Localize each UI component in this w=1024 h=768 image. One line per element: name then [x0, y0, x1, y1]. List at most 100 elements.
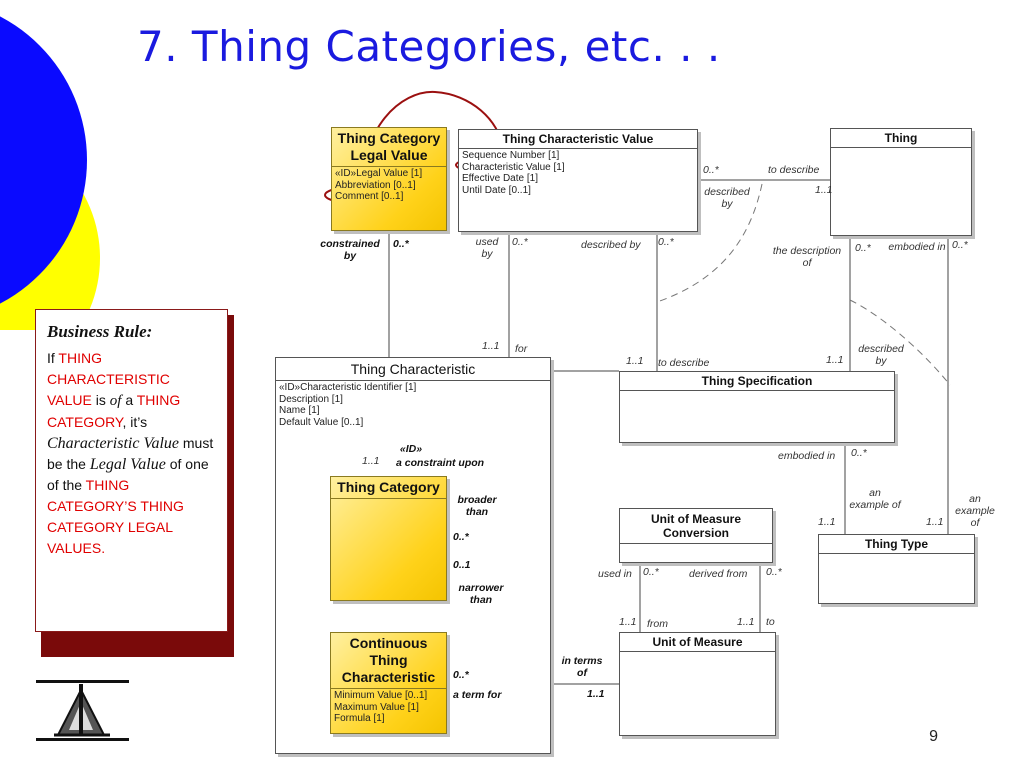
multiplicity: 0..* [393, 238, 409, 250]
multiplicity: 0..1 [453, 559, 471, 571]
multiplicity: 0..* [643, 566, 659, 578]
attribute: Sequence Number [1] [462, 150, 560, 161]
rule-text-italic: of [109, 393, 122, 409]
multiplicity: 1..1 [626, 355, 644, 367]
multiplicity: 1..1 [482, 340, 500, 352]
entity-thing[interactable]: Thing [830, 128, 972, 236]
entity-attributes: Minimum Value [0..1] Maximum Value [1] F… [331, 689, 446, 726]
entity-name: Thing [831, 129, 971, 148]
attribute: «ID»Characteristic Identifier [1] [279, 382, 417, 393]
label-id-stereotype: «ID» [399, 443, 423, 455]
rule-text-italic: Characteristic Value [47, 435, 179, 452]
entity-unit-of-measure[interactable]: Unit of Measure [619, 632, 776, 736]
decorative-circles [0, 16, 100, 330]
multiplicity: 1..1 [926, 516, 944, 528]
attribute: Characteristic Value [1] [462, 161, 565, 173]
multiplicity: 0..* [703, 164, 719, 176]
entity-thing-category[interactable]: Thing Category [330, 476, 447, 601]
multiplicity: 0..* [952, 239, 968, 251]
entity-unit-of-measure-conversion[interactable]: Unit of Measure Conversion [619, 508, 773, 563]
entity-name: Unit of Measure Conversion [620, 509, 772, 544]
multiplicity: 1..1 [587, 688, 605, 700]
attribute: Effective Date [1] [462, 173, 538, 184]
label-described-by: described by [581, 239, 641, 251]
logo-icon [36, 680, 129, 741]
entity-name: Thing Characteristic [276, 358, 550, 381]
label-narrower-than: narrower than [458, 582, 504, 606]
label-to-describe: to describe [768, 164, 820, 176]
attribute: Formula [1] [334, 713, 385, 724]
rule-text: must be the [47, 435, 214, 472]
multiplicity: 0..* [855, 242, 871, 254]
multiplicity: 0..* [851, 447, 867, 459]
attribute: Default Value [0..1] [279, 416, 364, 428]
attribute: Description [1] [279, 393, 343, 405]
attribute: «ID»Legal Value [1] [335, 168, 423, 179]
rule-text: a [121, 392, 137, 408]
attribute: Maximum Value [1] [334, 701, 419, 713]
entity-name: Continuous Thing Characteristic [331, 633, 446, 689]
label-used-by: used by [475, 236, 499, 260]
entity-name: Thing Category Legal Value [332, 128, 446, 167]
label-an-example-of: an example of [849, 487, 901, 511]
attribute: Name [1] [279, 405, 320, 416]
multiplicity: 1..1 [362, 455, 380, 467]
multiplicity: 1..1 [818, 516, 836, 528]
label-an-example-of: an example of [955, 493, 995, 529]
entity-name: Thing Specification [620, 372, 894, 391]
entity-attributes: «ID»Legal Value [1] Abbreviation [0..1] … [332, 167, 446, 204]
entity-thing-type[interactable]: Thing Type [818, 534, 975, 604]
rule-text: is [91, 392, 110, 408]
attribute: Minimum Value [0..1] [334, 690, 428, 701]
entity-attributes: «ID»Characteristic Identifier [1] Descri… [276, 381, 550, 429]
entity-continuous-thing-characteristic[interactable]: Continuous Thing Characteristic Minimum … [330, 632, 447, 734]
label-constrained-by: constrained by [320, 238, 380, 262]
rule-text-entity: THING CHARACTERISTIC VALUE [47, 350, 170, 408]
rule-text: , it’s [122, 414, 148, 430]
label-used-in: used in [598, 568, 632, 580]
label-from: from [647, 618, 668, 630]
rule-text: of one of the [47, 456, 209, 493]
multiplicity: 0..* [453, 531, 469, 543]
label-a-constraint-upon: a constraint upon [396, 457, 485, 469]
label-to: to [766, 616, 775, 628]
entity-thing-category-legal-value[interactable]: Thing Category Legal Value «ID»Legal Val… [331, 127, 447, 231]
label-the-description-of: the description of [772, 245, 842, 269]
label-embodied-in: embodied in [888, 241, 946, 253]
multiplicity: 0..* [512, 236, 528, 248]
entity-name: Thing Characteristic Value [459, 130, 697, 149]
multiplicity: 0..* [766, 566, 782, 578]
entity-name: Unit of Measure [620, 633, 775, 652]
entity-thing-specification[interactable]: Thing Specification [619, 371, 895, 443]
attribute: Until Date [0..1] [462, 184, 531, 196]
multiplicity: 1..1 [826, 354, 844, 366]
label-to-describe: to describe [658, 357, 710, 369]
business-rule-text: If THING CHARACTERISTIC VALUE is of a TH… [47, 348, 217, 559]
rule-text: If [47, 350, 59, 366]
rule-text-entity: THING CATEGORY’S THING CATEGORY LEGAL VA… [47, 477, 184, 556]
attribute: Comment [0..1] [335, 191, 404, 202]
entity-name: Thing Type [819, 535, 974, 554]
multiplicity: 0..* [658, 236, 674, 248]
business-rule-heading: Business Rule: [47, 322, 153, 341]
label-in-terms-of: in terms of [561, 655, 603, 679]
multiplicity: 1..1 [737, 616, 755, 628]
entity-name: Thing Category [331, 477, 446, 499]
label-described-by: described by [704, 186, 750, 210]
label-embodied-in: embodied in [778, 450, 836, 462]
business-rule-card: Business Rule: If THING CHARACTERISTIC V… [35, 309, 228, 632]
slide-title: 7. Thing Categories, etc. . . [137, 22, 721, 71]
entity-thing-characteristic-value[interactable]: Thing Characteristic Value Sequence Numb… [458, 129, 698, 232]
attribute: Abbreviation [0..1] [335, 179, 416, 191]
rule-text-entity: THING CATEGORY [47, 392, 181, 430]
entity-attributes: Sequence Number [1] Characteristic Value… [459, 149, 697, 197]
multiplicity: 0..* [453, 669, 469, 681]
multiplicity: 1..1 [619, 616, 637, 628]
label-broader-than: broader than [457, 494, 497, 518]
rule-text-italic: Legal Value [89, 456, 166, 473]
label-for: for [515, 343, 528, 355]
label-a-term-for: a term for [453, 689, 502, 701]
label-described-by: described by [858, 343, 904, 367]
multiplicity: 1..1 [815, 184, 833, 196]
page-number: 9 [929, 728, 938, 745]
